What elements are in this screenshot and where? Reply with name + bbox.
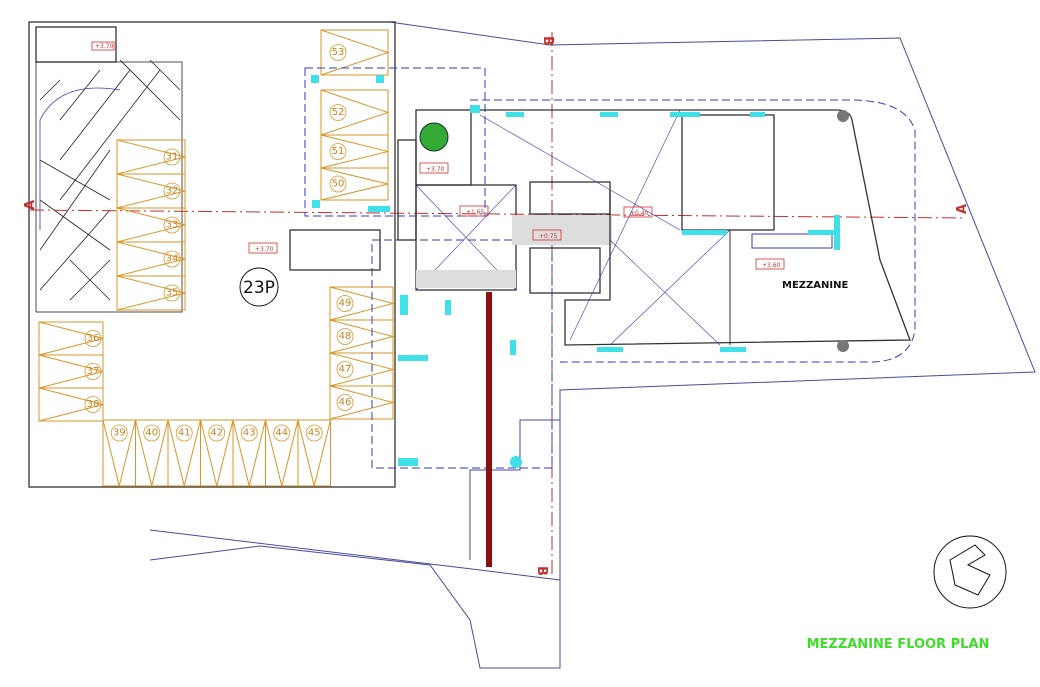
svg-text:+0.75: +0.75 — [539, 233, 558, 240]
structural-grid-south — [371, 239, 553, 469]
parking-spot-number: 51 — [332, 146, 345, 157]
parking-spot-number: 40 — [145, 428, 158, 439]
section-a-left: A — [23, 200, 38, 210]
level-marker: +3.70 — [91, 41, 115, 51]
site-boundary — [120, 21, 1036, 581]
structural-grid-east — [470, 99, 916, 363]
parking-spot: 52 — [320, 89, 390, 136]
parking-spot-number: 44 — [275, 428, 288, 439]
svg-text:+3.70: +3.70 — [95, 43, 114, 50]
parking-spot: 47 — [329, 352, 395, 387]
parking-spot-number: 42 — [210, 428, 223, 439]
parking-spot: 39 — [102, 419, 136, 487]
room-label-mezzanine: MEZZANINE — [782, 280, 848, 291]
parking-spot: 50 — [320, 167, 389, 201]
section-a-right: A — [955, 204, 970, 214]
level-marker: +0.75 — [532, 229, 562, 241]
svg-text:+3.70: +3.70 — [426, 166, 445, 173]
level-marker: +3.70 — [248, 242, 278, 254]
structural-grid-north — [304, 67, 486, 217]
parking-spot-number: 48 — [339, 331, 352, 342]
parking-spot-number: 43 — [243, 428, 256, 439]
section-line-a — [29, 209, 966, 219]
parking-spot: 48 — [329, 319, 395, 354]
parking-spot-number: 38 — [87, 399, 100, 410]
parking-spot-number: 35 — [166, 288, 179, 299]
parking-spot-number: 47 — [339, 364, 352, 375]
parking-spot-number: 33 — [166, 220, 179, 231]
parking-spot: 49 — [329, 286, 395, 321]
svg-text:+0.40: +0.40 — [630, 210, 649, 217]
parking-spot-number: 34 — [166, 254, 179, 265]
parking-spot-number: 41 — [178, 428, 191, 439]
level-marker: +1.65 — [459, 205, 489, 217]
parking-spot: 37 — [38, 354, 104, 389]
lower-boundary — [149, 419, 561, 669]
parking-spot-number: 32 — [166, 186, 179, 197]
section-b-bottom: B — [534, 566, 549, 576]
parking-spot-number: 52 — [332, 107, 345, 118]
north-arrow-icon — [933, 535, 1007, 609]
structural-columns — [311, 75, 840, 468]
parking-spot: 40 — [135, 419, 169, 487]
section-b-top: B — [540, 36, 555, 46]
parking-count-circle — [239, 267, 279, 307]
parking-spot: 32 — [116, 173, 186, 209]
parking-spot-number: 37 — [87, 366, 100, 377]
parking-count-label: 23P — [243, 278, 275, 298]
parking-spot: 35 — [116, 275, 186, 311]
parking-spot-number: 49 — [339, 298, 352, 309]
parking-spot: 42 — [200, 419, 234, 487]
parking-spot: 51 — [320, 134, 389, 169]
svg-text:+3.60: +3.60 — [762, 262, 781, 269]
level-marker: +3.60 — [755, 258, 785, 270]
building-core — [289, 109, 612, 567]
parking-spot: 44 — [265, 419, 299, 487]
parking-spot-number: 31 — [166, 152, 179, 163]
parking-spot-number: 53 — [332, 47, 345, 58]
parking-spot: 34 — [116, 241, 186, 277]
parking-spot: 36 — [38, 321, 104, 356]
parking-spot-number: 45 — [308, 428, 321, 439]
parking-spot-number: 36 — [87, 333, 100, 344]
parking-spot-number: 46 — [339, 397, 352, 408]
drawing-title: MEZZANINE FLOOR PLAN — [807, 637, 990, 652]
parking-spot: 45 — [297, 419, 331, 487]
parking-spot: 43 — [232, 419, 266, 487]
parking-spot-number: 39 — [113, 428, 126, 439]
level-marker: +0.40 — [623, 206, 653, 218]
parking-spot: 38 — [38, 387, 104, 422]
svg-text:+3.70: +3.70 — [255, 246, 274, 253]
parking-area-wall — [28, 21, 396, 488]
svg-text:+1.65: +1.65 — [466, 209, 485, 216]
parking-spot: 41 — [167, 419, 201, 487]
ramp — [35, 59, 183, 313]
parking-spot: 46 — [329, 385, 395, 420]
parking-spot-number: 50 — [332, 179, 345, 190]
mezzanine-hall — [470, 109, 911, 352]
parking-spot: 31 — [116, 139, 186, 175]
level-marker: +3.70 — [419, 162, 449, 174]
parking-spot: 33 — [116, 207, 186, 243]
parking-spots: 31 32 33 34 35 36 37 38 39 40 41 42 43 44 45 46 47 48 49 50… — [38, 29, 395, 487]
